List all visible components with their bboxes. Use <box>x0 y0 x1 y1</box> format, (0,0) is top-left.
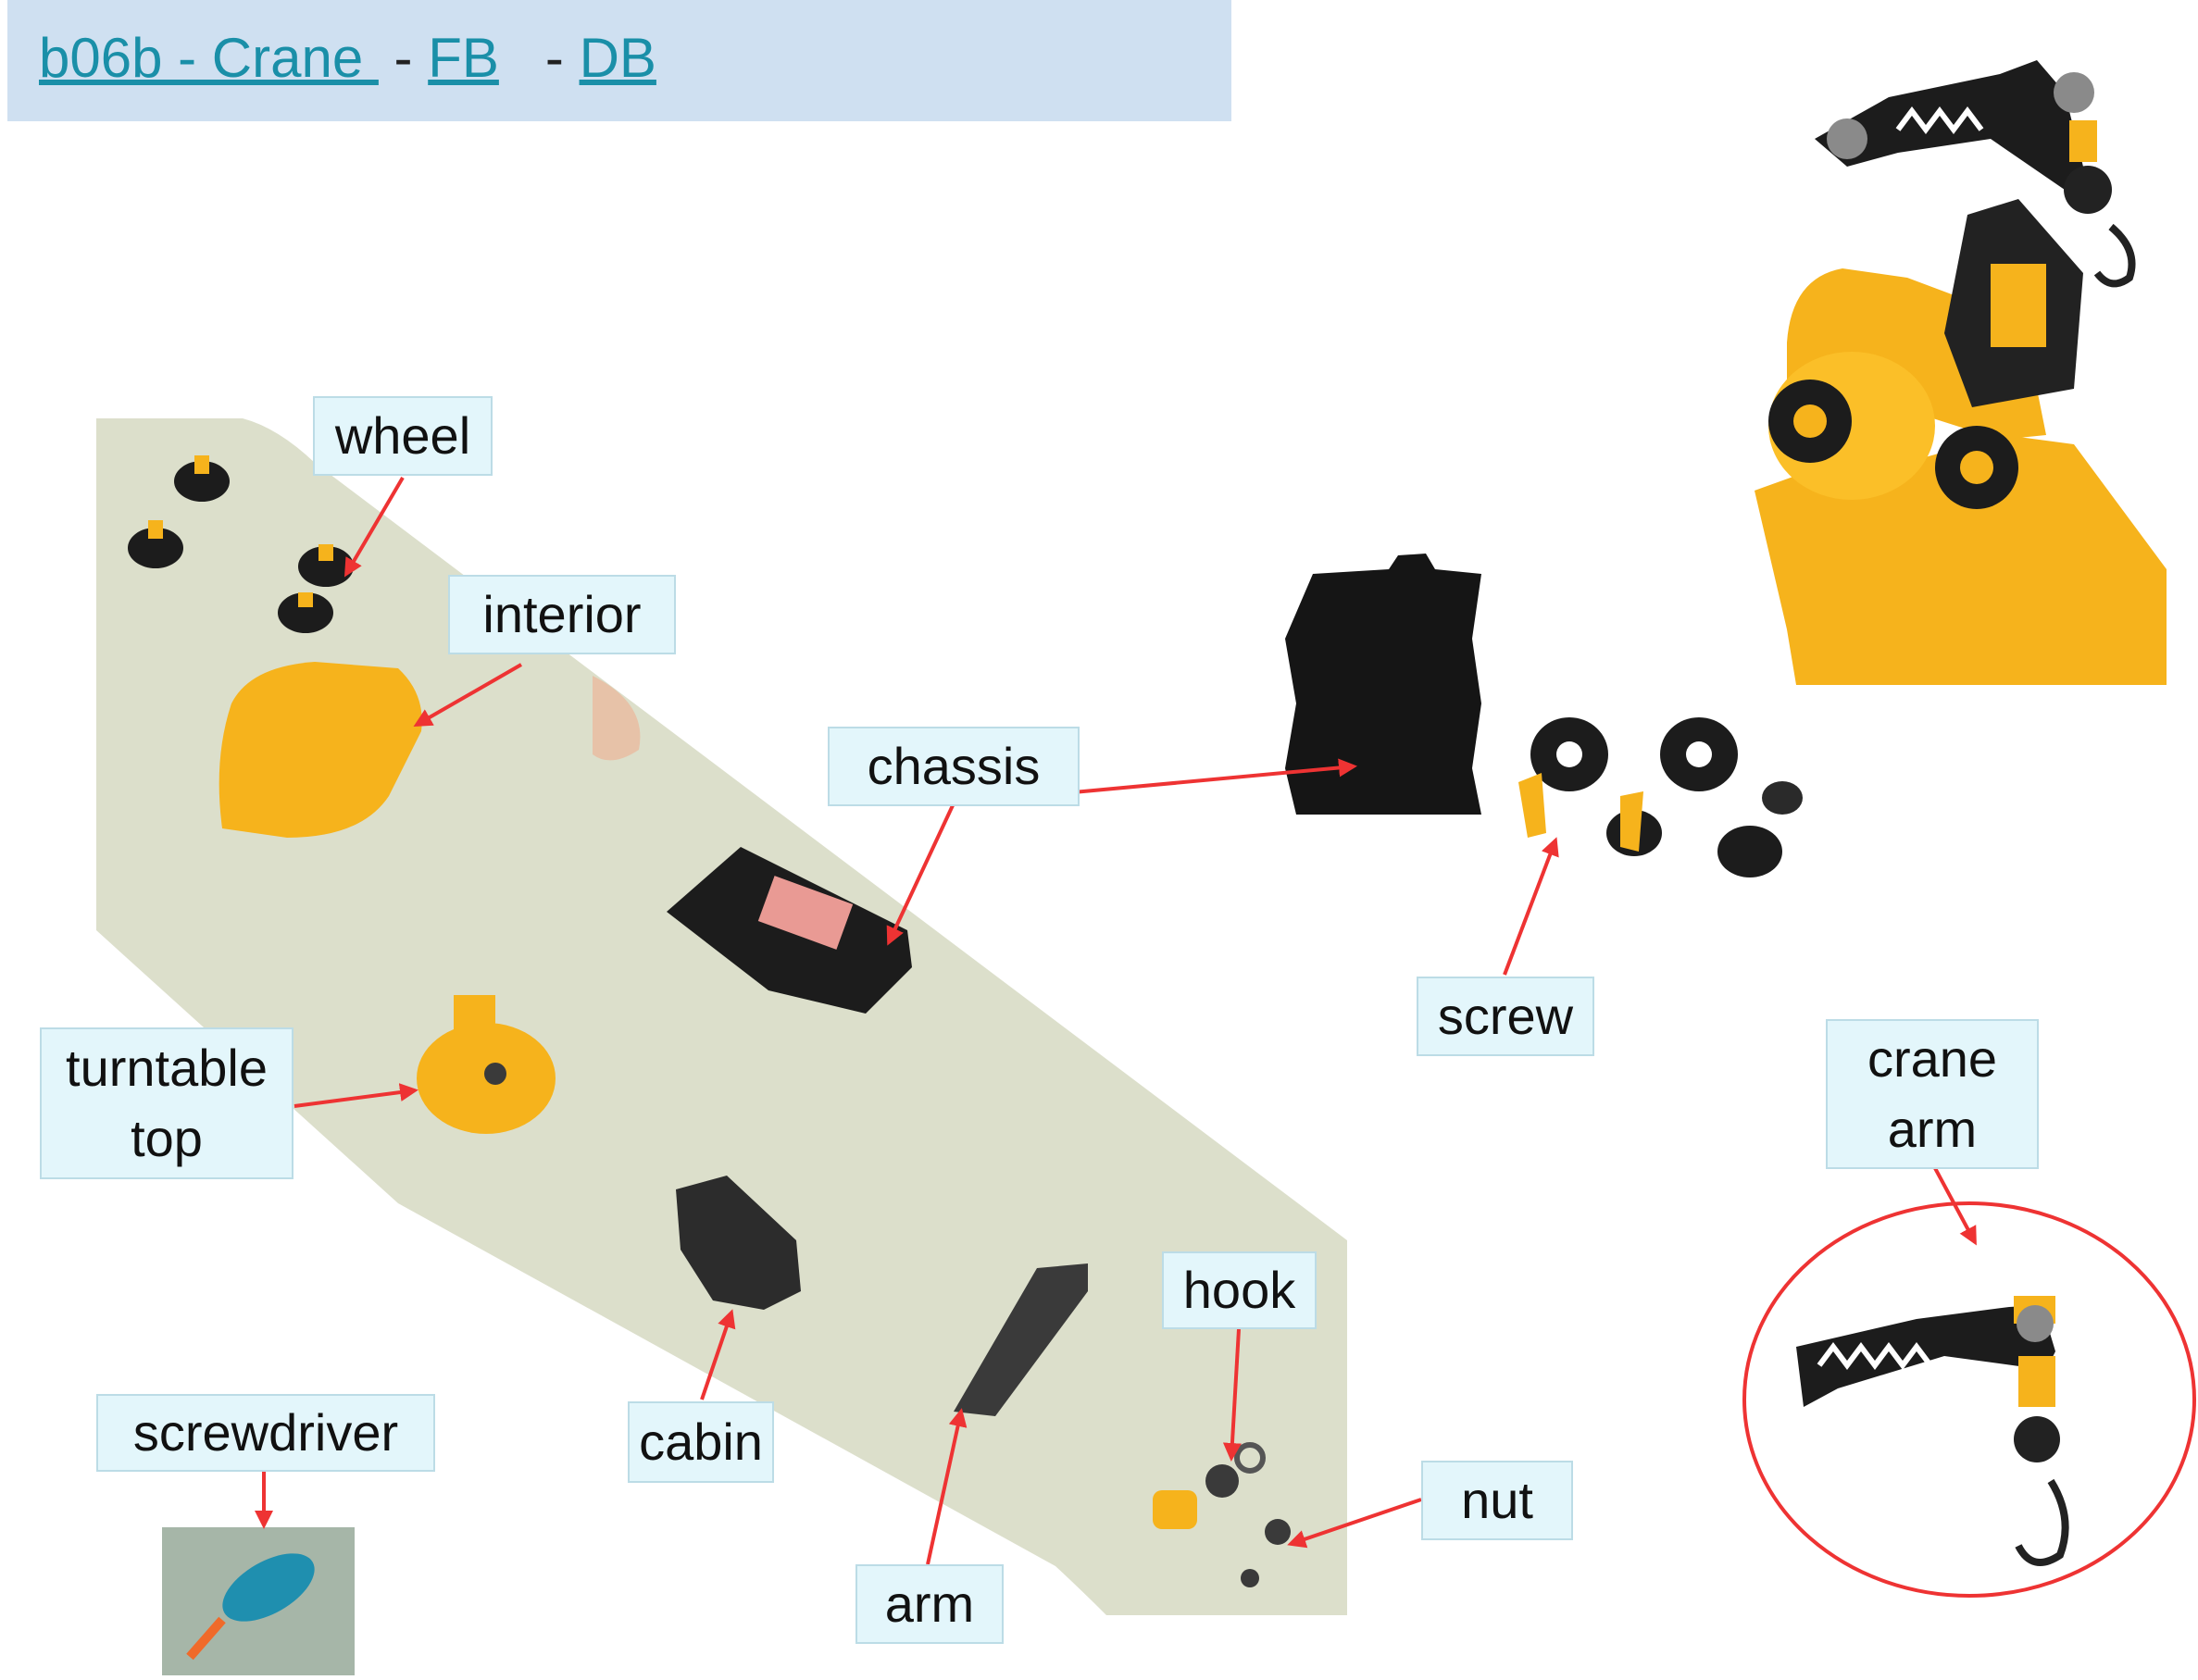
arrow-crane-arm <box>1933 1167 1977 1246</box>
arrow-screw <box>1503 837 1559 976</box>
label-screw-text: screw <box>1437 987 1574 1046</box>
turntable-part <box>417 995 556 1134</box>
label-arm-text: arm <box>884 1574 975 1634</box>
interior-part <box>219 662 422 838</box>
label-nut-text: nut <box>1461 1471 1533 1530</box>
crane-arm-highlight <box>1742 1201 2196 1598</box>
arrow-chassis <box>886 803 955 946</box>
label-wheel: wheel <box>313 396 493 476</box>
label-arm: arm <box>855 1564 1004 1644</box>
label-interior: interior <box>448 575 676 654</box>
label-nut: nut <box>1421 1461 1573 1540</box>
label-hook: hook <box>1162 1251 1317 1329</box>
arrow-wheel <box>343 476 405 578</box>
fb-link[interactable]: FB <box>428 27 499 89</box>
label-wheel-text: wheel <box>334 406 471 466</box>
arrow-nut <box>1287 1498 1422 1549</box>
label-cabin-text: cabin <box>639 1412 763 1472</box>
label-crane-arm-text-1: crane <box>1867 1029 1998 1089</box>
screwdriver-photo <box>162 1527 355 1675</box>
arrow-hook <box>1222 1328 1242 1462</box>
crane-arm-detail <box>1796 1296 2069 1566</box>
title-link[interactable]: b06b - Crane <box>39 27 379 89</box>
label-cabin: cabin <box>628 1401 774 1483</box>
label-turntable-text-1: turntable <box>66 1039 268 1098</box>
label-screw: screw <box>1417 977 1594 1056</box>
wheel-parts <box>128 455 354 633</box>
header-bar: b06b - Crane - FB - DB <box>7 0 1231 121</box>
arrow-interior <box>413 663 522 727</box>
label-crane-arm: crane arm <box>1826 1019 2039 1169</box>
label-turntable-top: turntable top <box>40 1027 293 1179</box>
label-chassis: chassis <box>828 727 1080 806</box>
label-chassis-text: chassis <box>867 737 1041 796</box>
chassis-photo <box>1285 554 1803 877</box>
label-hook-text: hook <box>1182 1261 1296 1320</box>
crane-photo <box>1755 60 2167 685</box>
separator: - <box>498 27 580 89</box>
hook-nut-parts <box>1153 1442 1291 1587</box>
separator: - <box>378 27 429 89</box>
label-turntable-text-2: top <box>131 1109 203 1167</box>
arm-part <box>954 1263 1088 1416</box>
arrow-turntable <box>293 1083 418 1108</box>
header-links: b06b - Crane - FB - DB <box>39 26 656 90</box>
label-screwdriver-text: screwdriver <box>132 1403 399 1462</box>
label-interior-text: interior <box>482 585 642 644</box>
label-crane-arm-text-2: arm <box>1887 1100 1978 1158</box>
arrow-cabin <box>700 1309 736 1400</box>
db-link[interactable]: DB <box>579 27 656 89</box>
arrow-arm <box>926 1408 968 1565</box>
label-screwdriver: screwdriver <box>96 1394 435 1472</box>
cabin-part <box>676 1176 801 1310</box>
